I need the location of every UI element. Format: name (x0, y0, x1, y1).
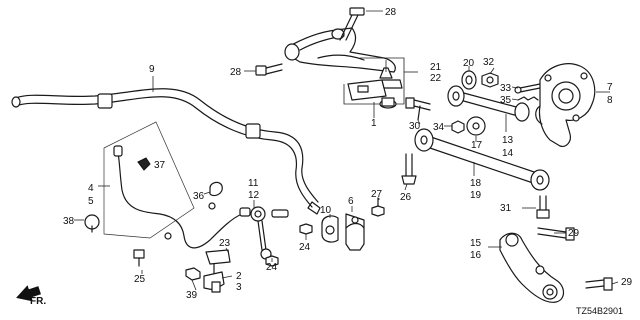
nut-24-upper[interactable] (299, 223, 313, 235)
callout-18: 18 (470, 178, 482, 189)
callout-22: 22 (430, 73, 442, 84)
callout-25: 25 (134, 274, 146, 285)
callout-31: 31 (500, 203, 512, 214)
callout-1: 1 (371, 118, 377, 129)
washer-34[interactable] (451, 120, 465, 134)
rear-knuckle[interactable] (535, 63, 596, 147)
callout-5: 5 (88, 196, 94, 207)
callout-labels: 1 2 3 4 5 6 7 8 9 10 11 12 13 14 15 16 1… (63, 7, 633, 301)
lower-long-arm[interactable] (414, 128, 550, 191)
callout-21: 21 (430, 62, 442, 73)
callout-9: 9 (149, 64, 155, 75)
adjust-plate-17[interactable] (466, 116, 486, 136)
bolt-39[interactable] (185, 267, 201, 281)
callout-20: 20 (463, 58, 475, 69)
callout-29b: 29 (621, 277, 633, 288)
sensor-bracket-23[interactable] (205, 249, 231, 279)
callout-27: 27 (371, 189, 383, 200)
stabilizer-link[interactable] (250, 206, 289, 260)
nut-32[interactable] (481, 72, 499, 88)
abs-sensor-harness[interactable] (103, 121, 251, 249)
callout-13: 13 (502, 135, 514, 146)
callout-37: 37 (154, 160, 166, 171)
trailing-arm[interactable] (499, 232, 565, 303)
stabilizer-holder-6[interactable] (345, 213, 365, 251)
callout-17: 17 (471, 140, 483, 151)
callout-6: 6 (348, 196, 354, 207)
callout-36: 36 (193, 191, 205, 202)
callout-15: 15 (470, 238, 482, 249)
callout-24b: 24 (299, 242, 311, 253)
callout-7: 7 (607, 82, 613, 93)
callout-24a: 24 (266, 262, 278, 273)
callout-bracket-21-22 (343, 57, 418, 105)
callout-29a: 29 (568, 228, 580, 239)
callout-10: 10 (320, 205, 332, 216)
callout-11: 11 (248, 178, 259, 189)
callout-23: 23 (219, 238, 231, 249)
callout-3: 3 (236, 282, 242, 293)
callout-28b: 28 (230, 67, 242, 78)
callout-4: 4 (88, 183, 94, 194)
bolt-31[interactable] (536, 195, 550, 219)
knuckle-pin-33[interactable] (514, 83, 541, 94)
bolt-28-upper[interactable] (339, 7, 365, 41)
bolt-38[interactable] (84, 214, 100, 233)
upper-arm-assembly[interactable] (284, 27, 396, 79)
upper-arm-bushing-kit[interactable] (347, 79, 403, 109)
front-direction-arrow-icon (16, 285, 41, 302)
bushing-20[interactable] (461, 70, 477, 90)
bolt-29-upper[interactable] (537, 227, 575, 241)
bolt-29-lower[interactable] (585, 277, 613, 291)
callout-12: 12 (248, 190, 260, 201)
callout-33: 33 (500, 83, 512, 94)
callout-35: 35 (500, 95, 512, 106)
clip-36[interactable] (209, 181, 223, 197)
stabilizer-bar[interactable] (11, 88, 321, 215)
callout-26: 26 (400, 192, 412, 203)
callout-2: 2 (236, 271, 242, 282)
wheel-speed-sensor[interactable] (203, 271, 225, 293)
bolt-30[interactable] (417, 105, 421, 121)
callout-32: 32 (483, 57, 495, 68)
callout-16: 16 (470, 250, 482, 261)
bolt-25[interactable] (133, 249, 145, 267)
bolt-27[interactable] (371, 197, 385, 217)
callout-8: 8 (607, 95, 613, 106)
callout-38: 38 (63, 216, 75, 227)
callout-39: 39 (186, 290, 198, 301)
bolt-28-left[interactable] (255, 63, 283, 76)
upper-link-arm[interactable] (447, 85, 530, 122)
callout-28a: 28 (385, 7, 397, 18)
callout-leaders (74, 67, 619, 291)
callout-19: 19 (470, 190, 482, 201)
bolt-10[interactable] (405, 97, 431, 111)
callout-30: 30 (409, 121, 421, 132)
callout-14: 14 (502, 148, 514, 159)
diagram-code: TZ54B2901 (576, 306, 623, 316)
clip-35[interactable] (517, 96, 539, 101)
stabilizer-bushing-10[interactable] (321, 215, 339, 243)
callout-34: 34 (433, 122, 445, 133)
bolt-26[interactable] (401, 153, 417, 185)
direction-label: FR. (30, 296, 46, 307)
